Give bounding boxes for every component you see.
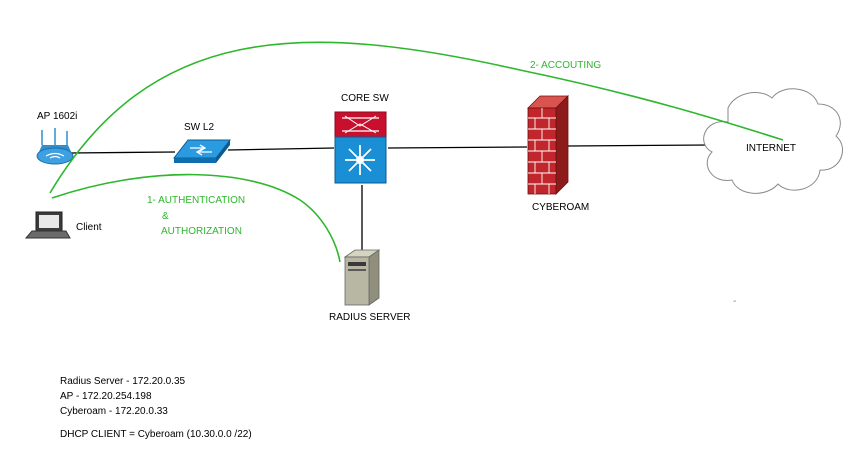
auth-flow-label-line2: & [162, 211, 169, 222]
note-dhcp: DHCP CLIENT = Cyberoam (10.30.0.0 /22) [60, 429, 252, 440]
server-icon [343, 249, 381, 306]
auth-flow-label-line1: 1- AUTHENTICATION [147, 195, 245, 206]
auth-flow-label-line3: AUTHORIZATION [161, 226, 242, 237]
note-radius-ip: Radius Server - 172.20.0.35 [60, 376, 186, 387]
laptop-icon [24, 211, 71, 239]
note-cyberoam-ip: Cyberoam - 172.20.0.33 [60, 406, 168, 417]
radius-server-label: RADIUS SERVER [329, 312, 411, 323]
stray-dash-mark: - [733, 296, 736, 307]
accounting-flow-label: 2- ACCOUTING [530, 60, 601, 71]
firewall-icon [527, 95, 569, 195]
accounting-flow-line [49, 41, 784, 194]
links [69, 144, 711, 250]
core-switch-label: CORE SW [341, 93, 389, 104]
note-ap-ip: AP - 172.20.254.198 [60, 391, 152, 402]
switch-icon [172, 139, 232, 163]
link-ap-switch [69, 151, 176, 154]
firewall-label: CYBEROAM [532, 202, 589, 213]
cloud-icon [703, 88, 844, 194]
client-label: Client [76, 222, 102, 233]
ip-notes: Radius Server - 172.20.0.35 AP - 172.20.… [60, 374, 252, 442]
internet-label: INTERNET [746, 143, 796, 154]
switch-l2-label: SW L2 [184, 122, 214, 133]
link-core-firewall [387, 146, 528, 149]
layer3-switch-icon [334, 111, 387, 184]
ap-label: AP 1602i [37, 111, 77, 122]
link-firewall-internet [567, 144, 711, 147]
auth-flow-line [51, 173, 341, 263]
link-switch-core [227, 147, 335, 151]
wireless-ap-icon [36, 128, 74, 165]
